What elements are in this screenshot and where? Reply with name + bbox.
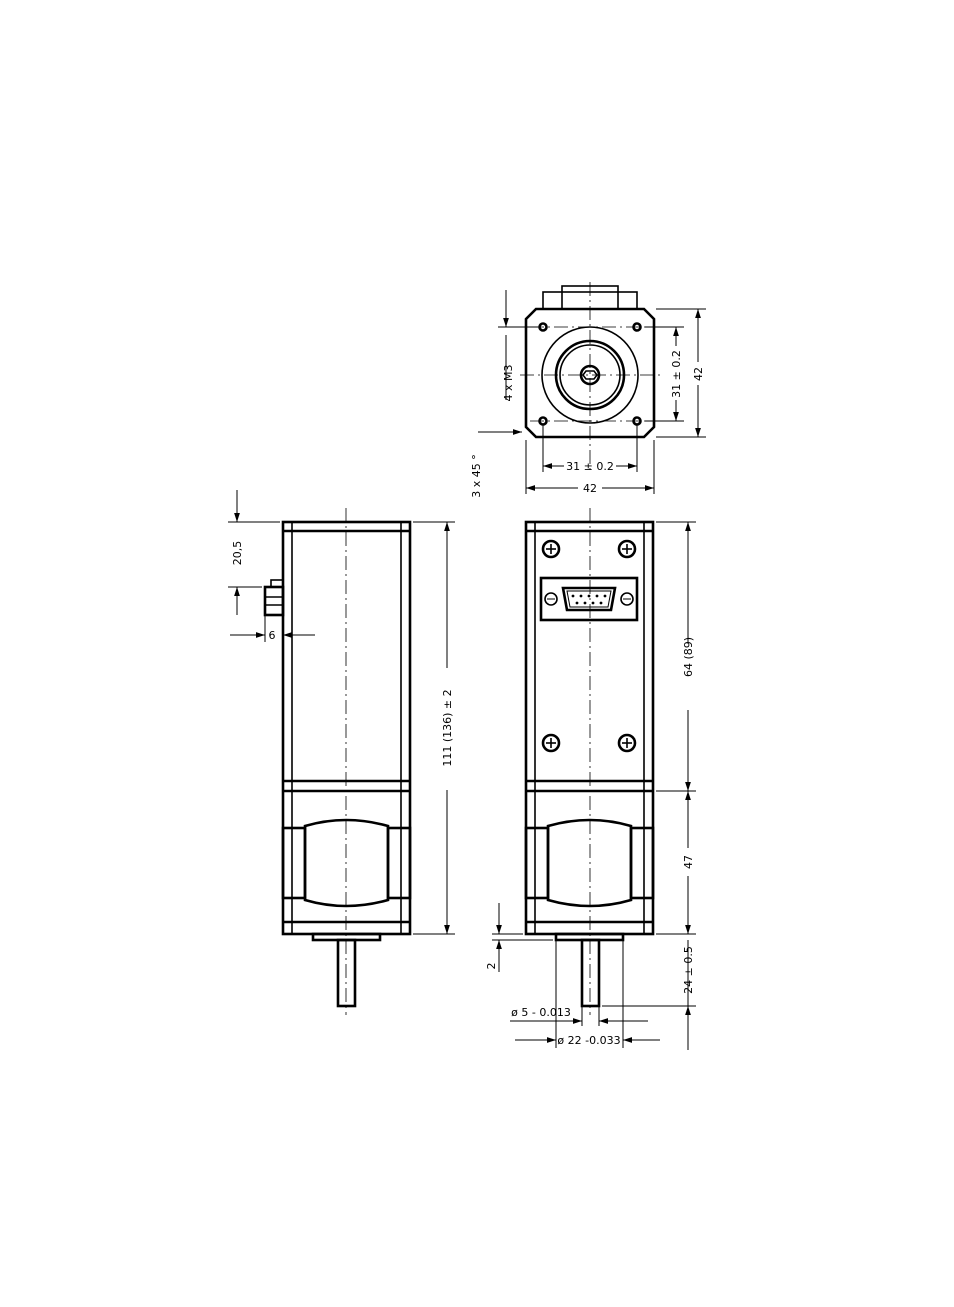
pilot-ring-inner (556, 341, 624, 409)
dim-rear-motor-length: 47 (682, 855, 695, 869)
side-body-outline (283, 522, 410, 934)
dim-rear-shaft-length: 24 ± 0.5 (682, 946, 695, 994)
side-motor-bulge (305, 820, 388, 906)
dim-side-top-offset: 20,5 (231, 541, 244, 566)
rear-dimensions: 64 (89) 47 2 24 ± 0.5 ø 5 - 0.013 ø 22 -… (485, 522, 696, 1050)
rear-shaft (582, 940, 599, 1006)
rear-view (526, 508, 653, 1015)
front-view (520, 282, 660, 470)
rear-motor-pad-right (631, 828, 653, 898)
dim-side-total-length: 111 (136) ± 2 (441, 689, 454, 766)
dim-side-connector-depth: 6 (269, 629, 276, 642)
db9-connector-icon (541, 578, 637, 620)
front-dimensions: 4 x M3 3 x 45 ° 31 ± 0.2 42 31 ± 0.2 42 (470, 290, 706, 498)
dim-front-hole-thread: 4 x M3 (502, 365, 515, 402)
dim-front-chamfer: 3 x 45 ° (470, 454, 483, 498)
side-dimensions: 20,5 6 111 (136) ± 2 (228, 490, 455, 934)
side-motor-pad-left (283, 828, 305, 898)
rear-motor-pad-left (526, 828, 548, 898)
rear-motor-bulge (548, 820, 631, 906)
dim-rear-pilot-diameter: ø 22 -0.033 (557, 1034, 620, 1047)
dim-front-width: 42 (583, 482, 597, 495)
dim-front-height: 42 (692, 367, 705, 381)
side-shaft (338, 940, 355, 1006)
side-connector (265, 587, 283, 615)
rear-body-outline (526, 522, 653, 934)
dim-front-hole-spacing-v: 31 ± 0.2 (670, 350, 683, 398)
screw-icon (543, 541, 635, 751)
side-motor-pad-right (388, 828, 410, 898)
dim-rear-flange-step: 2 (485, 963, 498, 970)
dim-front-hole-spacing-h: 31 ± 0.2 (566, 460, 614, 473)
dim-rear-shaft-diameter: ø 5 - 0.013 (511, 1006, 571, 1019)
dim-rear-body-length: 64 (89) (682, 637, 695, 677)
side-view (265, 508, 410, 1015)
